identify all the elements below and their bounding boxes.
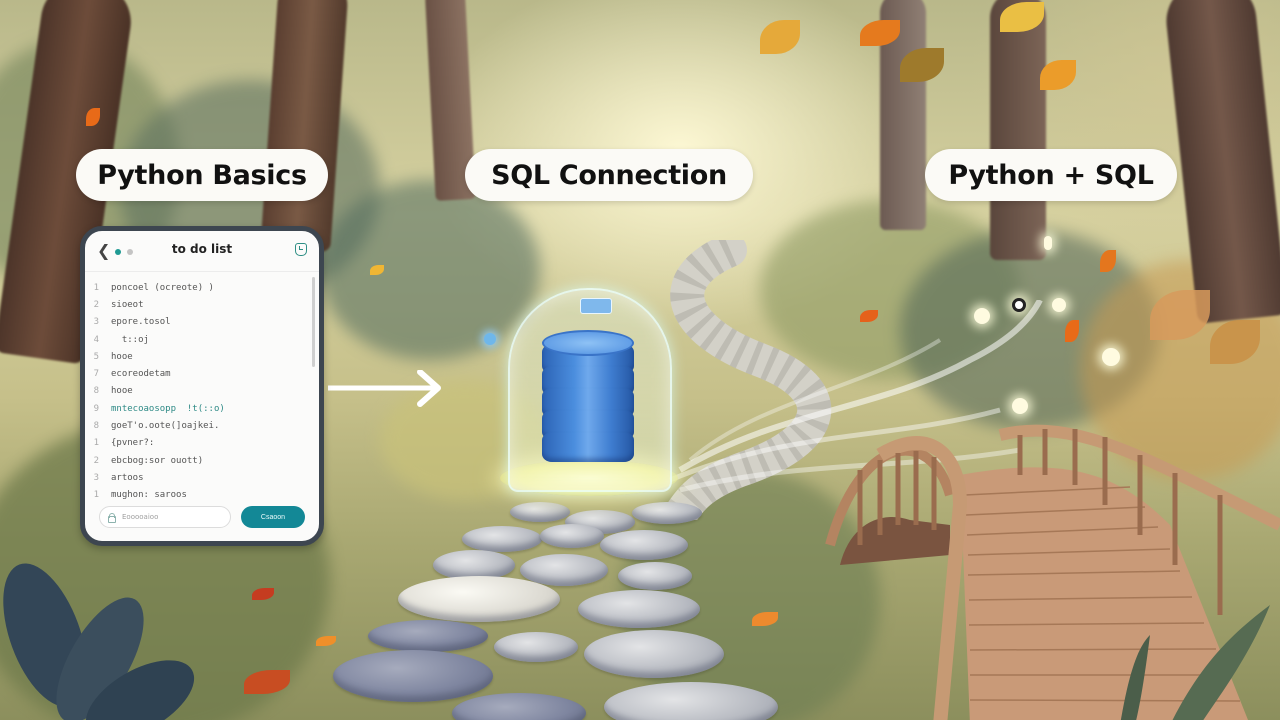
stepping-stone: [632, 502, 702, 524]
line-number: 8: [93, 421, 99, 432]
stepping-stone: [494, 632, 578, 662]
stepping-stone: [433, 550, 515, 580]
cobble-path: [663, 240, 832, 520]
stepping-stone: [333, 650, 493, 702]
code-line: 1 {pvner?:: [85, 435, 305, 452]
code-line: 8 hooe: [85, 383, 305, 400]
stepping-stone: [618, 562, 692, 590]
code-line: 8 goeT'o.oote(]oajkei.: [85, 417, 305, 434]
code-text: mughon: saroos: [111, 490, 187, 501]
line-number: 4: [93, 334, 99, 345]
code-line: 2 sioeot: [85, 296, 305, 313]
code-text: {pvner?:: [111, 438, 155, 449]
stepping-stone: [520, 554, 608, 586]
code-line-highlighted: 9 mntecoaosopp !t(::o): [85, 400, 305, 417]
stepping-stone: [604, 682, 778, 720]
light-orb: [1012, 398, 1028, 414]
stepping-stone: [600, 530, 688, 560]
wooden-bridge: [825, 424, 1280, 720]
line-number: 2: [93, 299, 99, 310]
code-text: goeT'o.oote(]oajkei.: [111, 421, 220, 432]
stepping-stone: [398, 576, 560, 622]
code-text: ecoreodetam: [111, 369, 171, 380]
line-number: 3: [93, 472, 99, 483]
line-number: 1: [93, 438, 99, 449]
scrollbar[interactable]: [312, 277, 315, 367]
tree-trunk: [990, 0, 1046, 260]
stepping-stone: [584, 630, 724, 678]
chevron-left-icon[interactable]: ❮: [97, 241, 111, 260]
light-orb: [1044, 236, 1052, 250]
action-button[interactable]: Csaoon: [241, 506, 305, 528]
code-text: artoos: [111, 472, 144, 483]
code-text: mntecoaosopp !t(::o): [111, 403, 225, 414]
code-text: poncoel (ocreote) ): [111, 282, 214, 293]
leaf: [252, 588, 274, 600]
clock-icon[interactable]: [295, 243, 307, 256]
code-text: hooe: [111, 386, 133, 397]
line-number: 5: [93, 351, 99, 362]
code-line: 5 hooe: [85, 348, 305, 365]
stepping-stone: [452, 693, 586, 720]
leaf: [86, 108, 100, 126]
search-placeholder: Eooooaioo: [122, 513, 159, 521]
card-title: to do list: [171, 242, 233, 256]
light-orb: [1052, 298, 1066, 312]
leaf: [752, 612, 778, 626]
status-dot-active: [115, 249, 121, 255]
leaf: [860, 310, 878, 322]
card-footer: Eooooaioo Csaoon: [99, 505, 305, 529]
light-orb: [1012, 298, 1026, 312]
code-text: sioeot: [111, 299, 144, 310]
leaf: [370, 265, 384, 275]
code-line: 1 poncoel (ocreote) ): [85, 279, 305, 296]
search-input[interactable]: Eooooaioo: [99, 506, 231, 528]
light-orb: [1102, 348, 1120, 366]
stepping-stone: [578, 590, 700, 628]
wind-stream: [669, 300, 1043, 493]
code-line: 2 ebcbog:sor ouott): [85, 452, 305, 469]
stepping-stone: [540, 524, 604, 548]
code-editor[interactable]: 1 poncoel (ocreote) ) 2 sioeot 3 epore.toso…: [85, 279, 305, 504]
code-text: hooe: [111, 351, 133, 362]
arrow-right-icon: [328, 370, 441, 407]
leaf: [1100, 250, 1116, 272]
step-label-sql-connection: SQL Connection: [465, 149, 753, 201]
light-orb: [974, 308, 990, 324]
line-number: 3: [93, 317, 99, 328]
step-label-python-sql: Python + SQL: [925, 149, 1177, 201]
database-icon: [542, 330, 634, 462]
leaf: [1065, 320, 1079, 342]
todo-list-app-card: ❮ to do list 1 poncoel (ocreote) ) 2 sioeo…: [80, 226, 324, 546]
line-number: 1: [93, 490, 99, 501]
stepping-stone: [368, 620, 488, 652]
line-number: 1: [93, 282, 99, 293]
code-line: 3 artoos: [85, 469, 305, 486]
card-header: ❮ to do list: [85, 231, 319, 272]
stepping-stone: [462, 526, 542, 552]
step-label-python-basics: Python Basics: [76, 149, 328, 201]
status-dot-inactive: [127, 249, 133, 255]
code-text: ebcbog:sor ouott): [111, 455, 204, 466]
lock-icon: [108, 512, 116, 523]
code-text: epore.tosol: [111, 317, 171, 328]
foliage: [320, 180, 540, 360]
code-line: 3 epore.tosol: [85, 314, 305, 331]
light-orb: [484, 333, 496, 345]
code-line: 7 ecoreodetam: [85, 365, 305, 382]
code-line: 1 mughon: saroos: [85, 487, 305, 504]
database-tag: [580, 298, 612, 314]
line-number: 7: [93, 369, 99, 380]
line-number: 8: [93, 386, 99, 397]
line-number: 2: [93, 455, 99, 466]
code-line: 4 t::oj: [85, 331, 305, 348]
line-number: 9: [93, 403, 99, 414]
leaf: [316, 636, 336, 646]
code-text: t::oj: [111, 334, 149, 345]
stepping-stone: [510, 502, 570, 522]
